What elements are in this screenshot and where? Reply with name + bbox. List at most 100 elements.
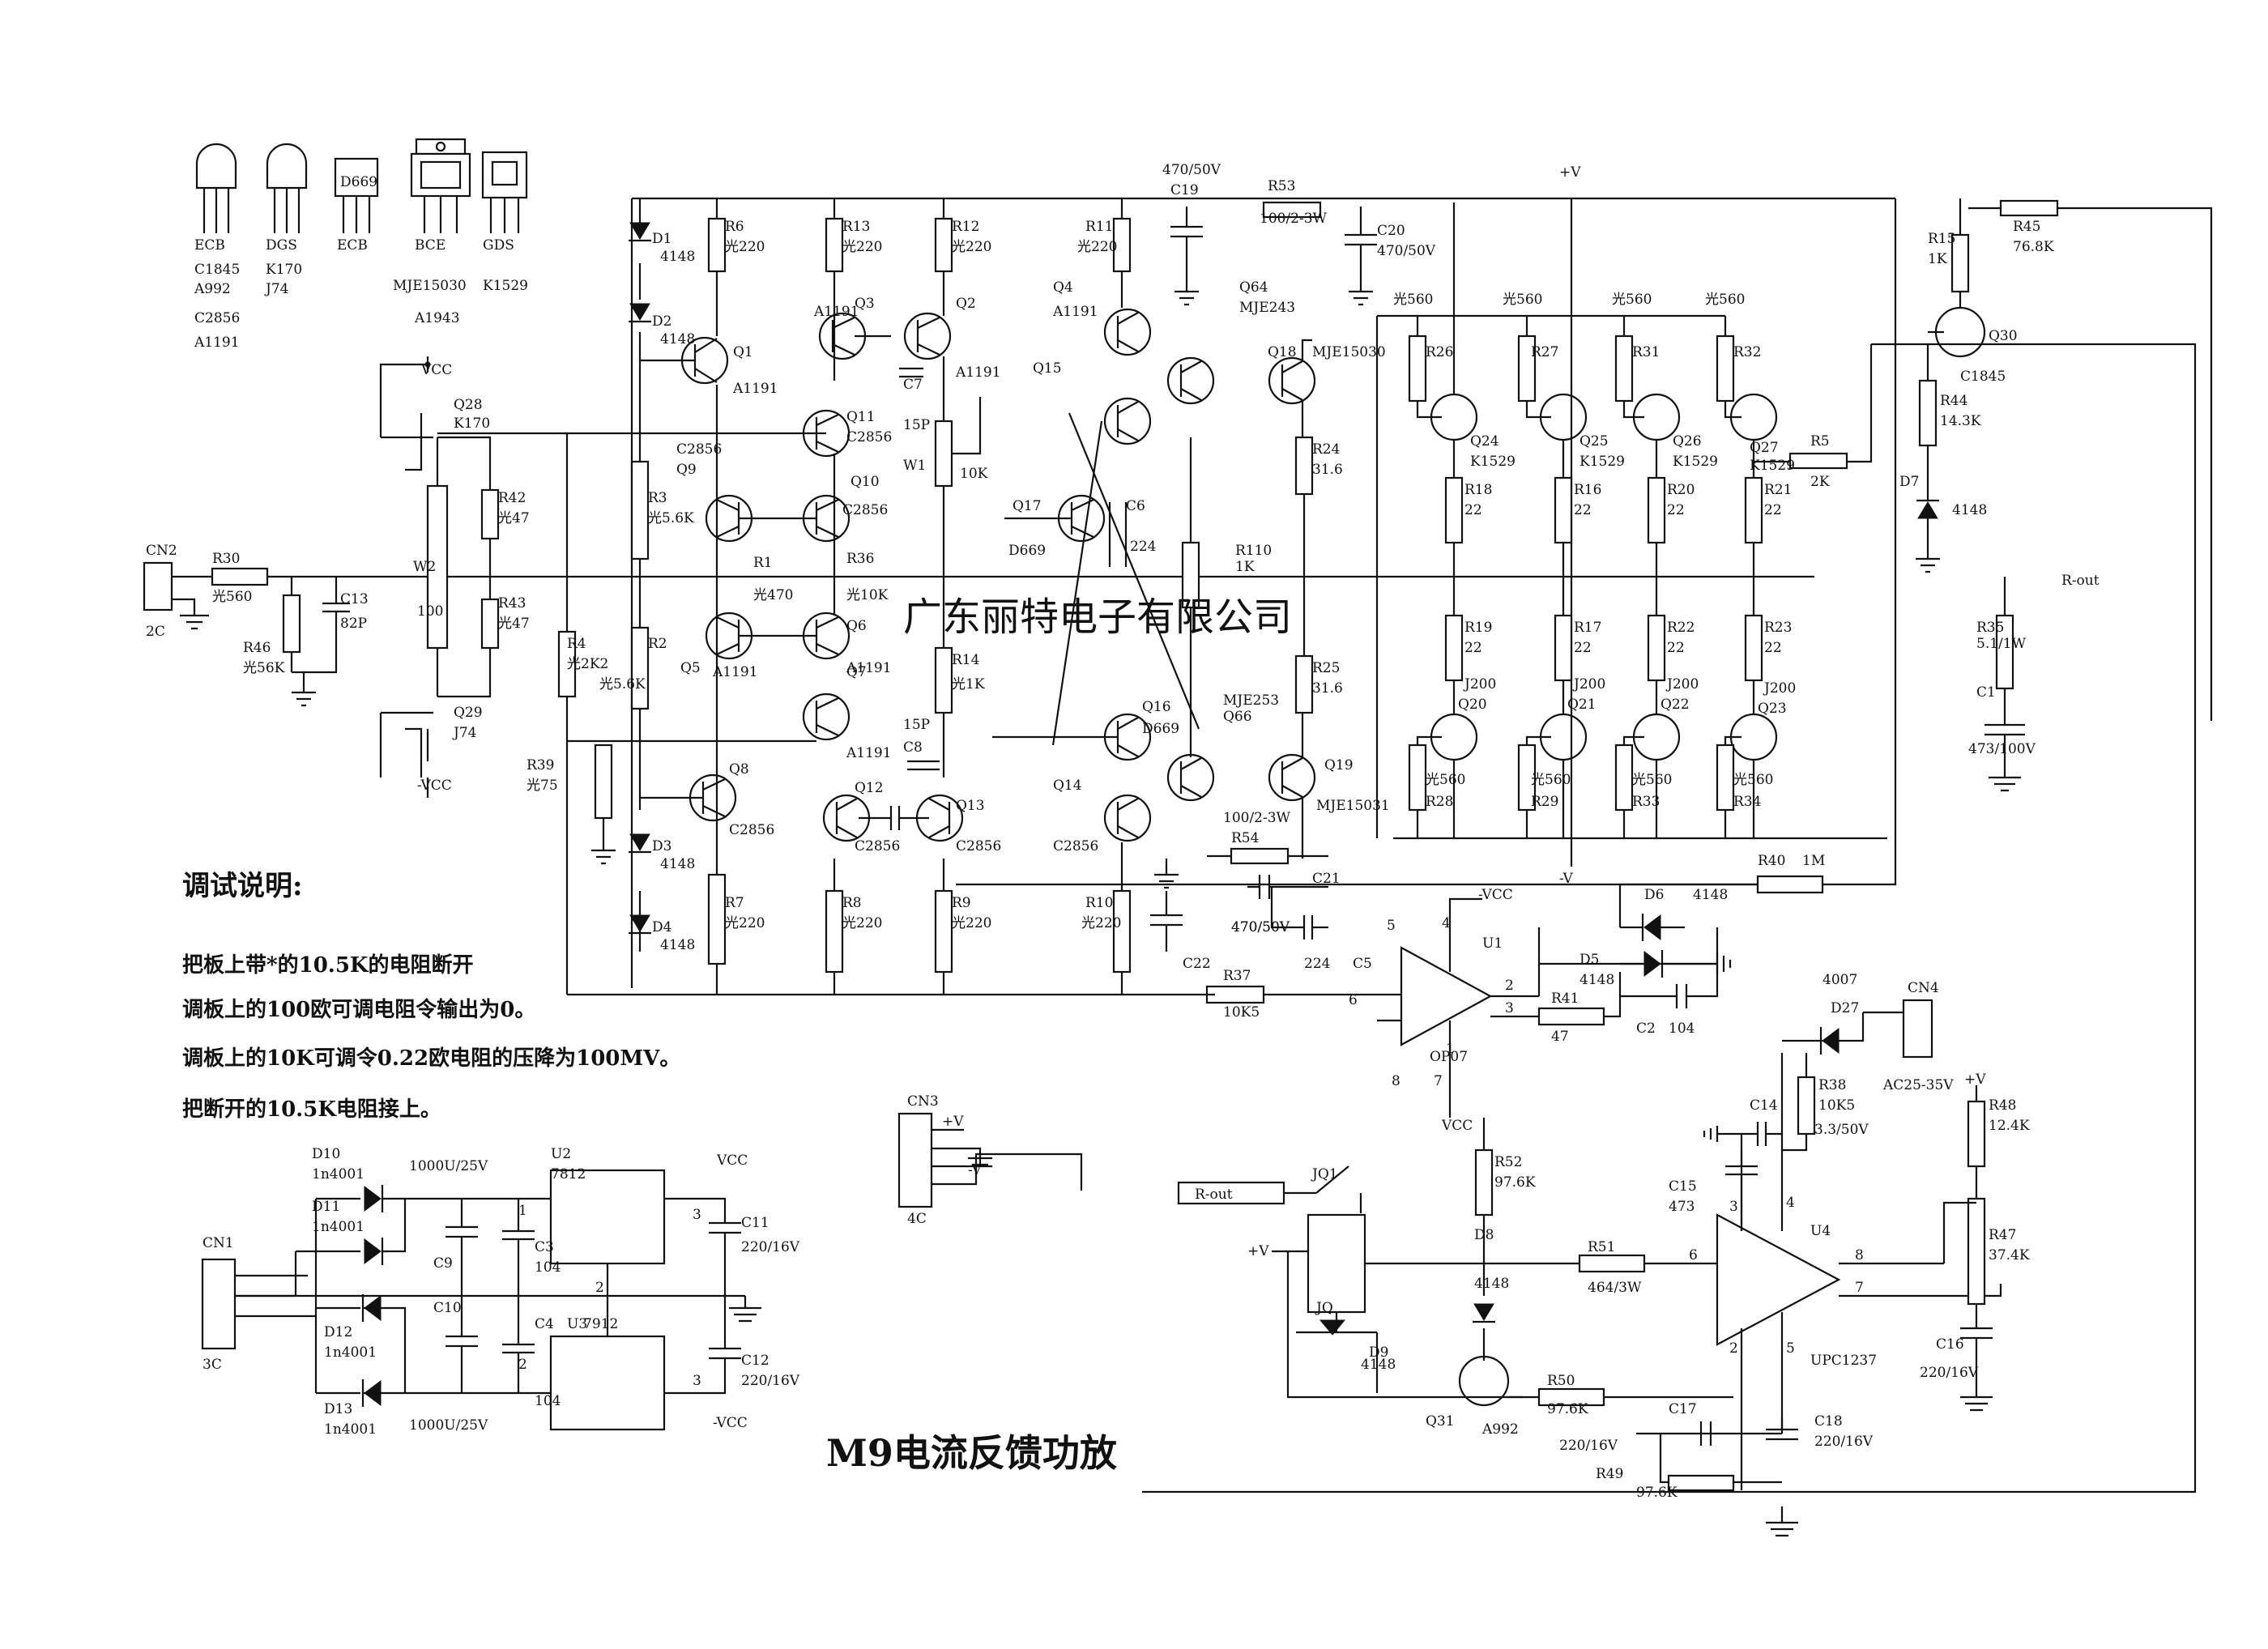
ref-q15: Q15 [1033, 360, 1062, 377]
ref-d11: D11 [312, 1199, 340, 1215]
u4-pin-2: 2 [1729, 1340, 1738, 1357]
value-r50: 97.6K [1547, 1401, 1588, 1417]
value-q3: A1191 [813, 304, 859, 320]
value-q24: K1529 [1470, 454, 1516, 470]
r11-resistor [1112, 217, 1132, 273]
ref-c20: C20 [1377, 223, 1405, 239]
ref-d10: D10 [312, 1146, 340, 1162]
u4-pin-7: 7 [1855, 1280, 1864, 1296]
value-c2: 104 [1669, 1021, 1695, 1037]
value-r22: 22 [1667, 640, 1685, 656]
value-r10: 光220 [1081, 915, 1121, 931]
cn4-connector [1902, 999, 1933, 1059]
value-u1: OP07 [1430, 1049, 1468, 1065]
ref-q3: Q3 [855, 296, 875, 312]
ref-c4: C4 [535, 1316, 554, 1332]
ref-r2: R2 [648, 636, 667, 652]
instruction-line-2: 调板上的100欧可调电阻令输出为0。 [182, 997, 535, 1022]
value-c5: 224 [1304, 956, 1330, 972]
r10-resistor [1112, 889, 1132, 974]
r5-resistor [1788, 452, 1848, 470]
ref-q11: Q11 [846, 409, 876, 425]
value-q14: C2856 [1053, 838, 1098, 854]
r25-resistor [1294, 654, 1314, 714]
value-r16: 22 [1574, 502, 1592, 518]
r42-resistor [480, 488, 500, 540]
d27-diode [1822, 1028, 1840, 1054]
value-q23: J200 [1763, 680, 1796, 697]
value-u3: 7912 [583, 1316, 618, 1332]
r24-resistor [1294, 436, 1314, 496]
ref-r36: R36 [846, 551, 874, 567]
d9-diode [1319, 1319, 1346, 1336]
ref-r48: R48 [1989, 1097, 2016, 1114]
value-q28: K170 [454, 415, 490, 432]
ref-r54: R54 [1231, 830, 1259, 846]
value-q5: A1191 [712, 664, 758, 680]
ref-c8: C8 [903, 739, 923, 756]
value-w2: 100 [417, 603, 443, 620]
value-q16: D669 [1142, 721, 1179, 737]
value-r35: 5.1/1W [1976, 636, 2027, 652]
legend-pins-3: ECB [337, 237, 368, 254]
ref-cn4: CN4 [1908, 980, 1939, 996]
value-q27: K1529 [1750, 458, 1795, 474]
value-r53: 100/2-3W [1260, 211, 1328, 227]
ref-r9: R9 [952, 895, 971, 911]
r9-resistor [934, 889, 953, 974]
value-c16: 220/16V [1920, 1365, 1979, 1381]
d11-diode [364, 1238, 382, 1264]
value-r43: 光47 [498, 616, 530, 632]
ref-r7: R7 [725, 895, 744, 911]
company-name: 广东丽特电子有限公司 [903, 594, 1292, 640]
value-r36: 光10K [846, 587, 889, 603]
value-r45: 76.8K [2013, 239, 2054, 255]
ref-c9: C9 [433, 1255, 453, 1272]
legend-pins-1: ECB [194, 237, 225, 254]
r31-resistor [1614, 334, 1634, 403]
value-c19: 470/50V [1162, 162, 1221, 178]
value-q13: C2856 [956, 838, 1001, 854]
ref-u4: U4 [1810, 1223, 1831, 1239]
r19-resistor [1444, 614, 1464, 682]
value-q10: C2856 [842, 502, 888, 518]
value-r9: 光220 [952, 915, 991, 931]
q15-transistor [1103, 397, 1152, 445]
value-q4: A1191 [1052, 304, 1098, 320]
ref-c21: C21 [1312, 871, 1341, 887]
value-r37: 10K5 [1223, 1004, 1260, 1021]
output-column-2 [1517, 316, 1588, 838]
value-c15: 473 [1669, 1199, 1695, 1215]
ref-q19: Q19 [1324, 757, 1354, 773]
value-r32: 光560 [1705, 292, 1745, 308]
ref-q9: Q9 [676, 462, 697, 478]
value-r39: 光75 [526, 778, 558, 794]
ref-q20: Q20 [1458, 697, 1487, 713]
ref-u2: U2 [551, 1146, 571, 1162]
legend-pins-5: GDS [483, 237, 514, 254]
ref-r30: R30 [212, 551, 240, 567]
ref-cn2: CN2 [146, 543, 177, 559]
r30-resistor [211, 567, 269, 586]
ref-q17: Q17 [1013, 498, 1042, 514]
legend-pins-4: BCE [415, 237, 446, 254]
ref-r22: R22 [1667, 620, 1695, 636]
u1-pin-2: 2 [1505, 978, 1514, 994]
net-vcc-ps: VCC [716, 1153, 748, 1169]
ref-r1: R1 [753, 555, 773, 571]
legend-part-1a: C1845 [194, 262, 240, 278]
ref-r34: R34 [1733, 794, 1761, 810]
output-stage [1375, 198, 2213, 838]
legend-pins-2: DGS [266, 237, 297, 254]
ref-r51: R51 [1588, 1239, 1615, 1255]
value-r15: 1K [1928, 251, 1947, 267]
component-labels: D14148D24148D34148D44148R6光220R13光220R12… [146, 162, 2054, 1501]
u3-regulator [549, 1335, 666, 1431]
value-q18: MJE15030 [1312, 344, 1386, 360]
ref-d1: D1 [652, 231, 671, 247]
value-d13: 1n4001 [324, 1421, 377, 1438]
value-r41: 47 [1551, 1029, 1569, 1045]
r40-resistor [1756, 875, 1824, 894]
value-q1: A1191 [732, 381, 778, 397]
